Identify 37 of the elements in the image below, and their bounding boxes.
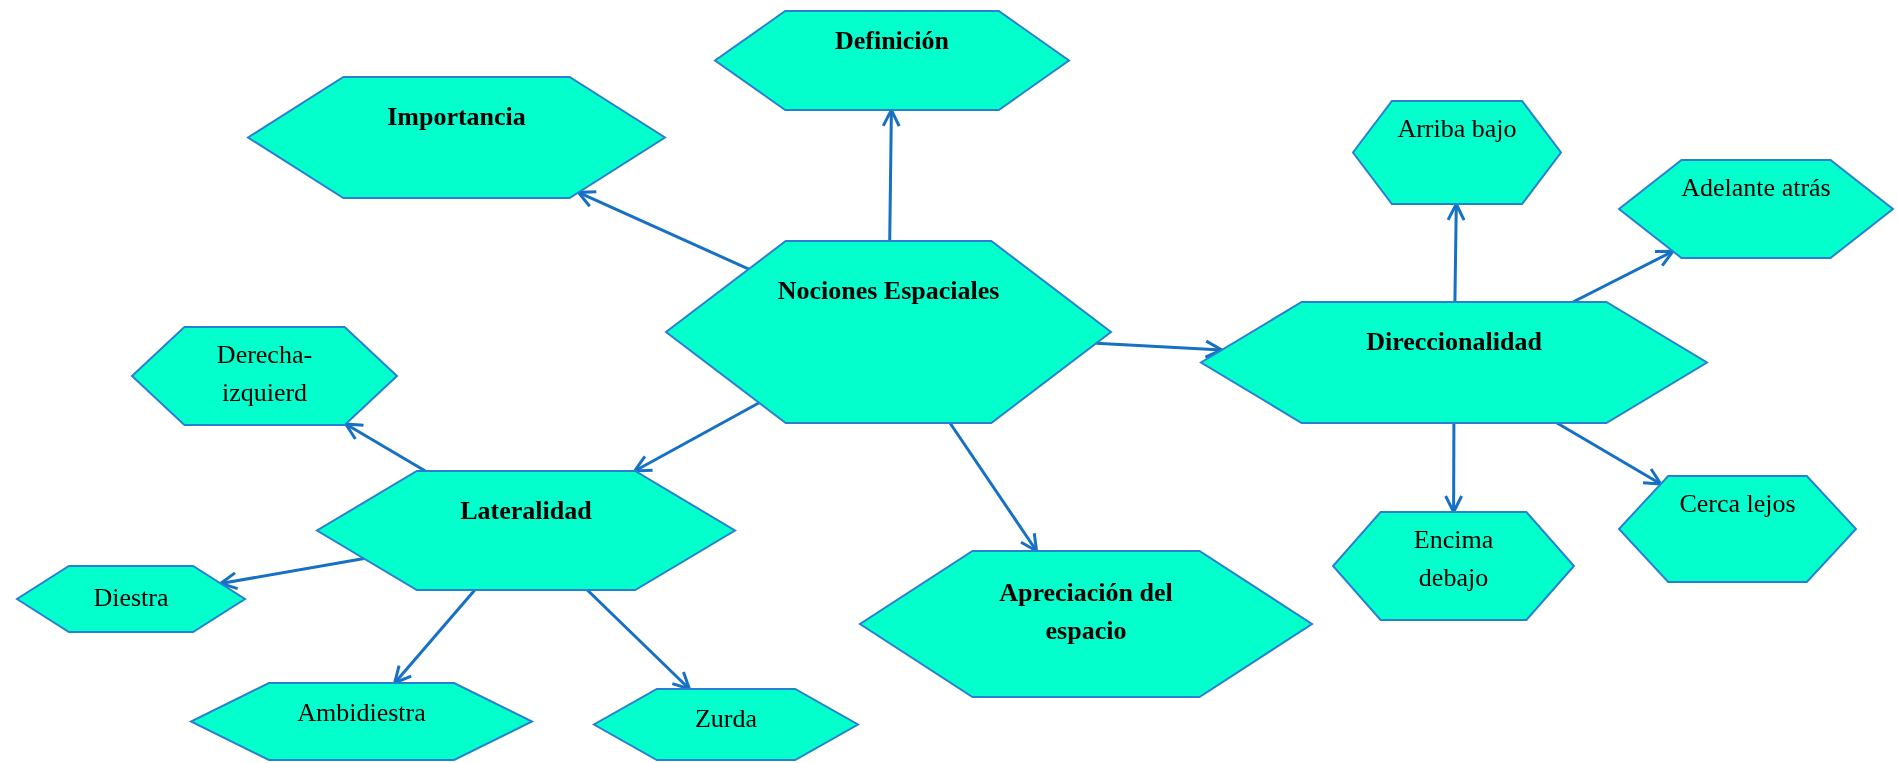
arrow <box>1572 249 1675 304</box>
arrow <box>1096 339 1224 359</box>
hexagon-node <box>665 240 1112 424</box>
node-label: Diestra <box>92 582 170 614</box>
hexagon-node <box>593 688 859 761</box>
hexagon-node <box>131 326 398 426</box>
node-label: Apreciación del espacio <box>998 577 1174 647</box>
arrow <box>576 190 750 271</box>
arrow <box>344 422 427 473</box>
node-label: Encima debajo <box>1412 524 1495 594</box>
node-label: Importancia <box>386 101 527 133</box>
arrow <box>219 557 365 591</box>
hexagon-node <box>247 76 666 199</box>
node-label: Zurda <box>693 703 759 735</box>
arrow <box>1444 423 1464 514</box>
node-label: Definición <box>833 25 951 57</box>
arrow <box>393 589 476 685</box>
node-label: Nociones Espaciales <box>776 275 1001 307</box>
hexagon-node <box>1618 159 1894 259</box>
node-label: Arriba bajo <box>1397 113 1517 145</box>
hexagon-node <box>1332 511 1575 621</box>
hexagon-node <box>1352 100 1562 205</box>
hexagon-node <box>190 682 533 761</box>
arrow <box>633 401 760 473</box>
hexagon-node <box>1618 475 1857 583</box>
hexagon-node <box>316 470 736 591</box>
arrow <box>948 422 1039 553</box>
node-label: Adelante atrás <box>1681 172 1831 204</box>
node-label: Ambidiestra <box>296 697 427 729</box>
hexagon-node <box>1200 301 1708 424</box>
hexagon-node <box>859 550 1313 698</box>
node-label: Cerca lejos <box>1678 488 1797 520</box>
hexagon-node <box>714 10 1070 111</box>
hexagon-node <box>16 565 246 633</box>
node-label: Lateralidad <box>459 495 593 527</box>
node-label: Derecha- izquierd <box>215 339 314 409</box>
node-label: Direccionalidad <box>1365 326 1543 358</box>
